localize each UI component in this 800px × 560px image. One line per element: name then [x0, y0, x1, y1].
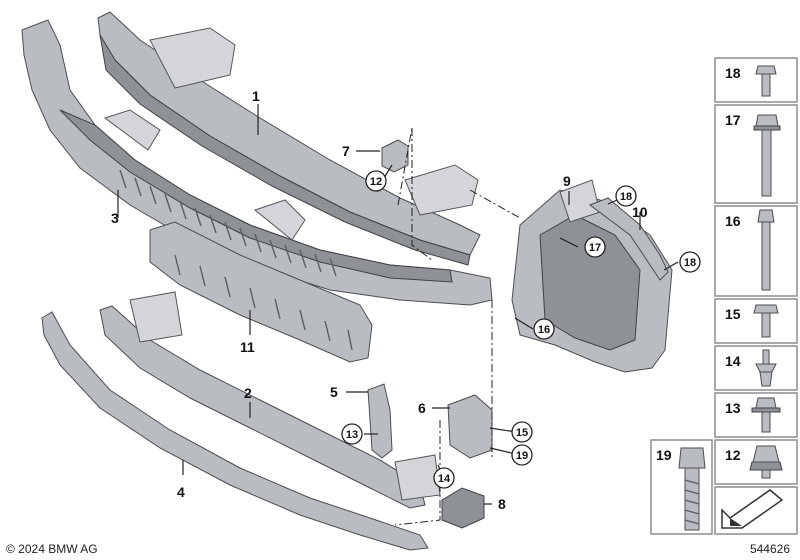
nut-12-icon: [749, 445, 783, 479]
legend-box-18: [714, 57, 798, 103]
callout-8: 8: [498, 496, 506, 512]
callout-7: 7: [342, 143, 350, 159]
callout-6: 6: [418, 400, 426, 416]
callout-14-circle: 14: [438, 473, 451, 485]
part-11-module: [149, 221, 373, 363]
callout-18-circle-upper: 18: [620, 191, 632, 203]
reference-lines: [394, 127, 521, 526]
legend-box-13: [714, 392, 798, 438]
legend-box-16: [714, 205, 798, 297]
legend-label-16: 16: [725, 213, 741, 229]
legend-label-12: 12: [725, 447, 741, 463]
part-6-bracket: [447, 394, 493, 459]
fastener-legend: 18 17 16 15 14: [650, 57, 798, 535]
bolt-19-icon: [678, 447, 706, 531]
part-2-lower-carrier: [99, 291, 441, 509]
callout-18-circle-lower: 18: [684, 257, 696, 269]
part-3-absorber: [21, 19, 493, 306]
direction-arrow-icon: [721, 489, 784, 529]
expansion-rivet-14-icon: [755, 349, 777, 387]
copyright-text: © 2024 BMW AG: [6, 542, 98, 556]
screw-15-icon: [753, 304, 779, 338]
diagram-number: 544626: [750, 542, 790, 556]
part-7-clip: [381, 139, 409, 173]
leader-lines: [117, 104, 679, 505]
callout-9: 9: [563, 173, 571, 189]
legend-label-13: 13: [725, 400, 741, 416]
bolt-16-icon: [757, 209, 775, 291]
callout-12-circle: 12: [370, 176, 382, 188]
callout-13-circle: 13: [346, 429, 358, 441]
part-5-bracket: [367, 383, 393, 459]
legend-label-19: 19: [656, 447, 672, 463]
callout-11: 11: [240, 339, 255, 355]
callout-15-circle: 15: [516, 427, 528, 439]
callout-19-circle: 19: [516, 450, 528, 462]
legend-label-14: 14: [725, 353, 741, 369]
legend-label-18: 18: [725, 65, 741, 81]
callout-17-circle: 17: [589, 242, 601, 254]
bolt-17-icon: [753, 114, 781, 197]
part-10-bracket-strip: [588, 197, 669, 281]
part-9-side-bracket: [511, 179, 673, 373]
part-8-block: [441, 487, 485, 529]
callout-3: 3: [111, 210, 119, 226]
legend-label-17: 17: [725, 112, 741, 128]
callout-4: 4: [177, 484, 185, 500]
callout-16-circle: 16: [538, 324, 550, 336]
callout-1: 1: [252, 88, 260, 104]
circled-callouts: 12 13 14 15 16 17 18 18 19: [341, 170, 701, 489]
legend-label-15: 15: [725, 306, 741, 322]
callout-numbers: 1 2 3 4 5 6 7 8 9 10 11: [111, 88, 648, 512]
callout-2: 2: [244, 385, 252, 401]
screw-13-icon: [751, 397, 781, 433]
callout-10: 10: [632, 204, 648, 220]
screw-18-icon: [755, 65, 777, 97]
legend-box-14: [714, 345, 798, 391]
callout-5: 5: [330, 384, 338, 400]
part-1-carrier: [97, 11, 481, 266]
part-4-lower-strip: [41, 311, 429, 551]
legend-box-17: [714, 104, 798, 204]
